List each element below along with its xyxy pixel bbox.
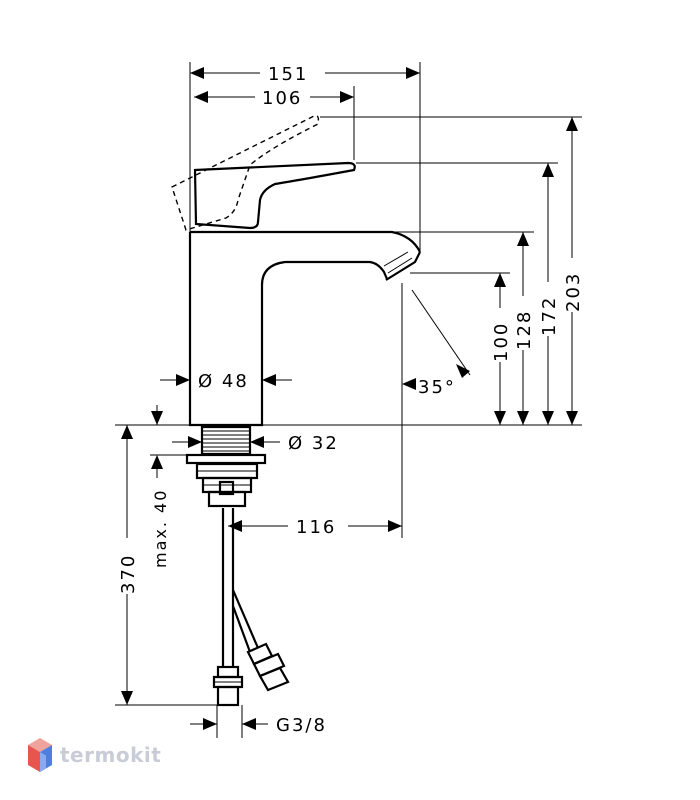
- brand-watermark: termokit: [26, 736, 161, 774]
- dim-label-128: 128: [514, 310, 535, 350]
- dim-label-48: Ø 48: [198, 371, 249, 392]
- mounting-shank: [185, 425, 267, 508]
- dim-max-thickness: max. 40: [150, 405, 187, 568]
- supply-hoses: [212, 508, 290, 707]
- dim-label-32: Ø 32: [288, 433, 339, 454]
- dim-height-100: 100: [491, 273, 512, 425]
- extension-lines: [115, 62, 582, 738]
- lever-handle: [193, 161, 356, 230]
- dim-label-172: 172: [539, 296, 560, 336]
- dim-body-diameter: Ø 48: [160, 371, 292, 392]
- dim-hose-length: 370: [118, 425, 139, 705]
- dim-label-35deg: 35°: [418, 377, 456, 398]
- dim-label-116: 116: [296, 517, 336, 538]
- dim-connection-thread: G3/8: [190, 715, 327, 736]
- dim-height-128: 128: [514, 232, 535, 425]
- dim-label-203: 203: [563, 272, 584, 312]
- dim-label-370: 370: [118, 554, 139, 594]
- brand-name: termokit: [60, 743, 162, 767]
- dim-label-151: 151: [268, 64, 308, 85]
- dim-height-203: 203: [563, 117, 584, 425]
- dim-shank-diameter: Ø 32: [172, 433, 339, 454]
- dim-height-172: 172: [539, 163, 560, 425]
- dim-label-g38: G3/8: [276, 715, 327, 736]
- dim-width-total: 151: [190, 64, 420, 85]
- dim-width-lever: 106: [194, 88, 354, 109]
- termokit-logo-icon: [28, 738, 52, 772]
- lever-open-position: [171, 114, 320, 231]
- dim-label-max40: max. 40: [151, 489, 170, 568]
- faucet-body: [188, 230, 421, 427]
- dim-spout-reach: 116: [228, 517, 402, 538]
- dim-spout-angle: 35°: [402, 364, 470, 398]
- dim-label-100: 100: [491, 322, 512, 362]
- dim-label-106: 106: [262, 88, 302, 109]
